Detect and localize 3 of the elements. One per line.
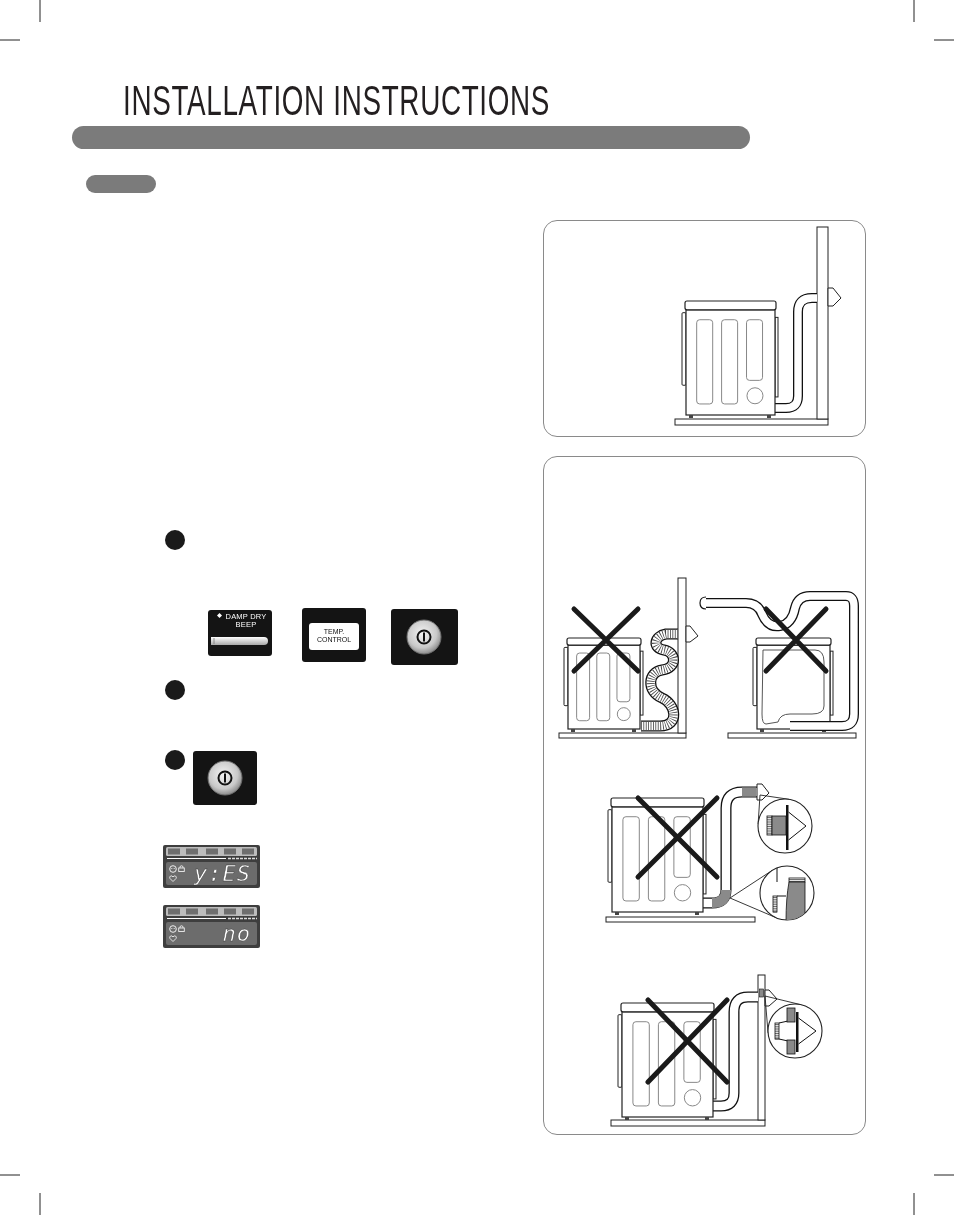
page-title: INSTALLATION INSTRUCTIONS [123, 80, 551, 122]
display-readout: no [222, 922, 251, 945]
display-readout: y:ES [194, 862, 251, 885]
